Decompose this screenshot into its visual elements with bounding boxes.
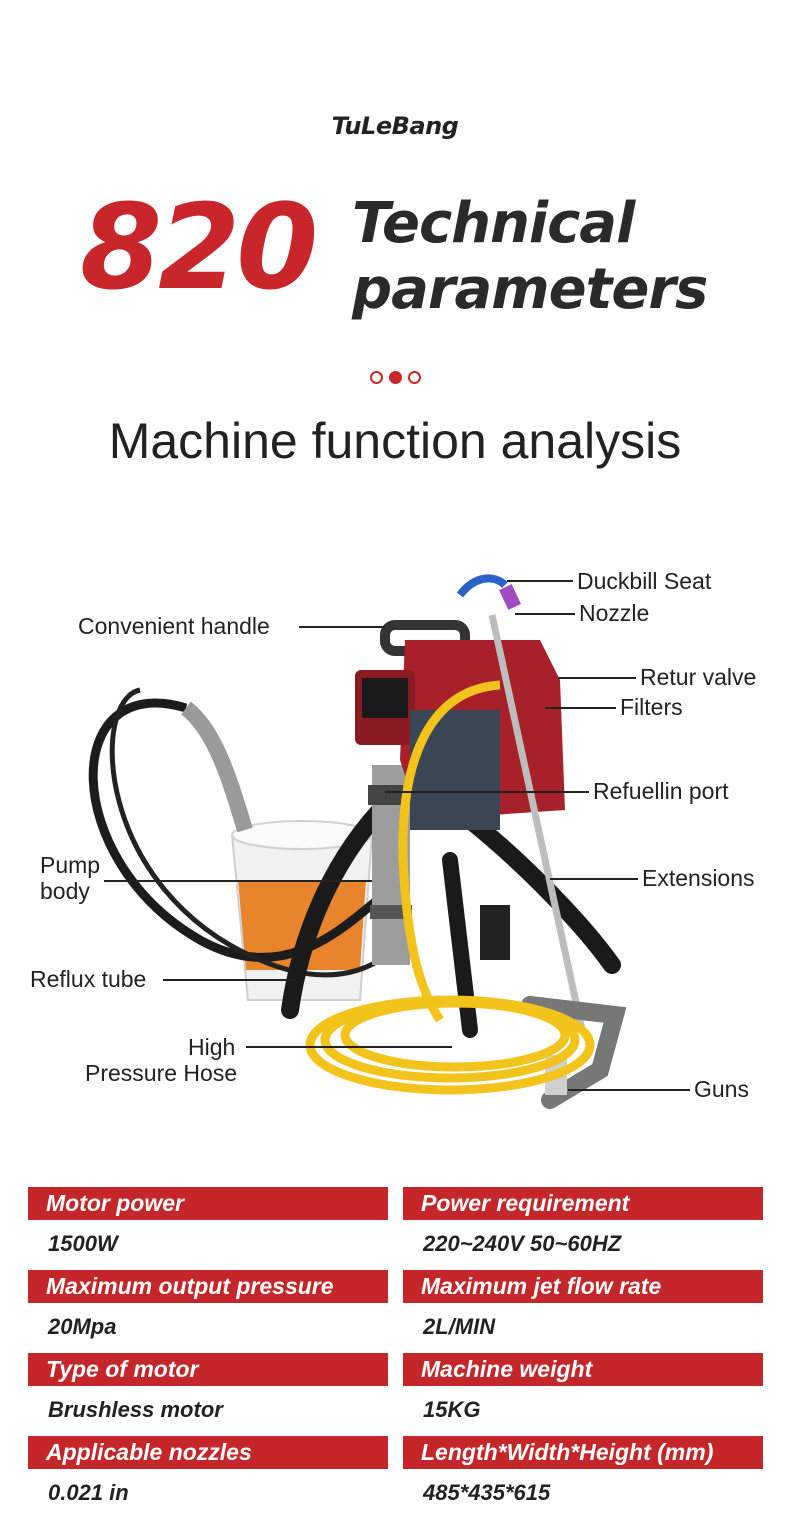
leader-line (507, 580, 573, 582)
leader-line (385, 791, 589, 793)
callout-hose-l2: Pressure Hose (85, 1060, 238, 1086)
spec-power-requirement: Power requirement 220~240V 50~60HZ (403, 1187, 763, 1268)
spec-type-of-motor: Type of motor Brushless motor (28, 1353, 388, 1434)
model-number: 820 (80, 178, 318, 316)
leader-line (558, 677, 636, 679)
leader-line (163, 979, 295, 981)
machine-diagram: Duckbill Seat Nozzle Convenient handle R… (0, 560, 790, 1120)
page-indicator (368, 370, 424, 386)
callout-pump-body-l2: body (40, 878, 90, 904)
spec-label: Machine weight (403, 1353, 763, 1386)
spec-applicable-nozzles: Applicable nozzles 0.021 in (28, 1436, 388, 1517)
spec-label: Motor power (28, 1187, 388, 1220)
leader-line (246, 1046, 452, 1048)
leader-line (545, 707, 616, 709)
page-title-line1: Technical (352, 191, 635, 256)
spec-label: Power requirement (403, 1187, 763, 1220)
spec-value: 20Mpa (48, 1314, 117, 1339)
high-pressure-hose (305, 680, 595, 1095)
suction-pipe (180, 701, 253, 833)
spec-max-jet-flow-rate: Maximum jet flow rate 2L/MIN (403, 1270, 763, 1351)
spec-value: 485*435*615 (423, 1480, 551, 1505)
callout-hose-l1: High (188, 1034, 236, 1060)
callout-filters: Filters (620, 694, 683, 720)
paint-sprayer-illustration (88, 574, 627, 1109)
spec-value: 220~240V 50~60HZ (423, 1231, 622, 1256)
leader-line (299, 626, 385, 628)
leader-line (515, 613, 575, 615)
spec-label: Maximum output pressure (28, 1270, 388, 1303)
section-title: Machine function analysis (108, 413, 682, 469)
spec-value: 15KG (423, 1397, 481, 1422)
spec-label: Maximum jet flow rate (403, 1270, 763, 1303)
spec-value: 2L/MIN (423, 1314, 496, 1339)
callout-convenient-handle: Convenient handle (78, 613, 270, 639)
callout-guns: Guns (694, 1076, 749, 1102)
callout-nozzle: Nozzle (579, 600, 650, 626)
page-title-line2: parameters (352, 257, 708, 322)
spec-label: Type of motor (28, 1353, 388, 1386)
leader-line (550, 878, 638, 880)
callout-duckbill-seat: Duckbill Seat (577, 568, 712, 594)
spec-dimensions: Length*Width*Height (mm) 485*435*615 (403, 1436, 763, 1517)
spec-label: Applicable nozzles (28, 1436, 388, 1469)
spec-motor-power: Motor power 1500W (28, 1187, 388, 1268)
callout-pump-body-l1: Pump (40, 852, 101, 878)
spec-machine-weight: Machine weight 15KG (403, 1353, 763, 1434)
leader-line (568, 1089, 690, 1091)
spec-value: 0.021 in (48, 1480, 129, 1505)
suction-hose (88, 698, 393, 962)
spec-value: Brushless motor (48, 1397, 223, 1422)
brand-logo: TuLeBang (331, 112, 459, 140)
spray-gun (456, 574, 627, 1109)
callout-extensions: Extensions (642, 865, 755, 891)
leader-line (104, 880, 372, 882)
callout-retur-valve: Retur valve (640, 664, 757, 690)
spec-max-output-pressure: Maximum output pressure 20Mpa (28, 1270, 388, 1351)
spec-label: Length*Width*Height (mm) (403, 1436, 763, 1469)
indicator-dot-active (389, 371, 402, 384)
spec-value: 1500W (48, 1231, 118, 1256)
callout-reflux-tube: Reflux tube (30, 966, 147, 992)
indicator-dot (370, 371, 383, 384)
indicator-dot (408, 371, 421, 384)
callout-refuellin-port: Refuellin port (593, 778, 729, 804)
